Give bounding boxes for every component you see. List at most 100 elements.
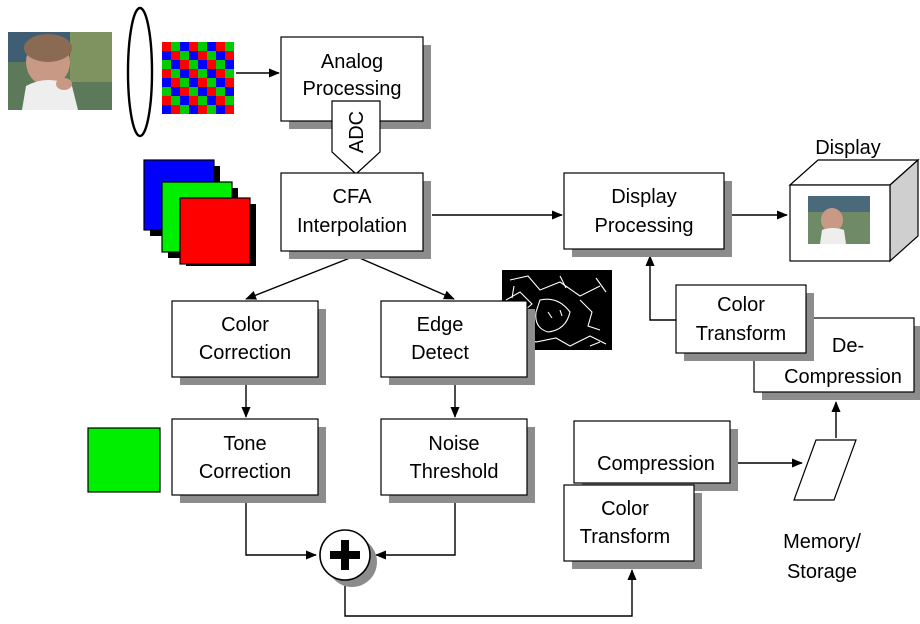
cfa-mosaic-cell	[162, 87, 171, 96]
cfa-mosaic-cell	[162, 69, 171, 78]
cfa-mosaic-cell	[225, 42, 234, 51]
display-label: Display	[815, 137, 881, 159]
color-correction-label-1: Color	[221, 314, 269, 336]
adc-label: ADC	[346, 111, 368, 153]
cfa-mosaic-cell	[171, 96, 180, 105]
connector-lines	[236, 68, 841, 617]
cfa-mosaic-cell	[198, 78, 207, 87]
decompression-label-1: De-	[832, 335, 864, 357]
edge-detect-block: Edge Detect	[380, 300, 535, 385]
cfa-mosaic-cell	[207, 78, 216, 87]
cfa-mosaic-cell	[198, 42, 207, 51]
color-transform-lower-block: Color Transform	[563, 484, 702, 569]
cfa-mosaic-cell	[162, 42, 171, 51]
arrow-adder-to-transform	[344, 569, 637, 617]
cfa-mosaic-cell	[171, 105, 180, 114]
cfa-mosaic-cell	[162, 60, 171, 69]
display-processing-label-2: Processing	[595, 215, 694, 237]
lens-icon	[126, 6, 154, 138]
cfa-mosaic-cell	[171, 87, 180, 96]
cfa-mosaic-cell	[198, 87, 207, 96]
rgb-planes-icon	[143, 159, 256, 266]
cfa-mosaic-cell	[180, 60, 189, 69]
adder-icon	[319, 529, 377, 587]
cfa-mosaic-cell	[216, 78, 225, 87]
color-transform-lower-label-2: Transform	[580, 526, 670, 548]
analog-processing-label-2: Processing	[303, 78, 402, 100]
analog-processing-label-1: Analog	[321, 51, 383, 73]
memory-card-icon	[793, 439, 857, 501]
cfa-mosaic-cell	[189, 105, 198, 114]
color-correction-label-2: Correction	[199, 342, 291, 364]
cfa-mosaic-cell	[162, 105, 171, 114]
tone-correction-label-2: Correction	[199, 461, 291, 483]
arrow-transform-to-display	[645, 255, 676, 321]
cfa-mosaic-cell	[207, 96, 216, 105]
cfa-mosaic-cell	[162, 96, 171, 105]
cfa-mosaic-cell	[216, 60, 225, 69]
cfa-mosaic-cell	[207, 105, 216, 114]
display-device-icon	[788, 158, 920, 263]
cfa-mosaic-cell	[189, 42, 198, 51]
arrow-cfa-to-edge	[354, 255, 455, 300]
color-transform-upper-block: Color Transform	[675, 284, 814, 361]
cfa-mosaic-cell	[207, 51, 216, 60]
child-photo-icon	[8, 32, 112, 110]
noise-threshold-label-1: Noise	[428, 433, 479, 455]
cfa-mosaic-cell	[207, 60, 216, 69]
cfa-mosaic-cell	[180, 78, 189, 87]
cfa-mosaic-cell	[216, 105, 225, 114]
cfa-mosaic-cell	[162, 51, 171, 60]
cfa-mosaic-cell	[225, 51, 234, 60]
cfa-mosaic-cell	[189, 78, 198, 87]
cfa-mosaic-cell	[189, 60, 198, 69]
cfa-mosaic-cell	[216, 87, 225, 96]
cfa-mosaic-cell	[216, 96, 225, 105]
memory-label-1: Memory/	[783, 531, 861, 553]
cfa-mosaic-cell	[198, 69, 207, 78]
cfa-mosaic-cell	[180, 69, 189, 78]
cfa-mosaic-cell	[198, 105, 207, 114]
cfa-mosaic-cell	[207, 69, 216, 78]
cfa-mosaic-cell	[189, 51, 198, 60]
edge-detect-label-1: Edge	[417, 314, 464, 336]
cfa-mosaic-cell	[180, 105, 189, 114]
memory-label-2: Storage	[787, 561, 857, 583]
cfa-mosaic-cell	[225, 87, 234, 96]
cfa-mosaic-cell	[225, 96, 234, 105]
cfa-mosaic-cell	[180, 42, 189, 51]
color-transform-lower-label-1: Color	[601, 498, 649, 520]
cfa-mosaic-cell	[225, 78, 234, 87]
cfa-mosaic-cell	[207, 42, 216, 51]
cfa-mosaic-cell	[225, 105, 234, 114]
cfa-mosaic-icon	[162, 42, 234, 114]
display-processing-label-1: Display	[611, 186, 677, 208]
adc-block: ADC	[331, 100, 381, 175]
cfa-mosaic-cell	[180, 96, 189, 105]
cfa-mosaic-cell	[171, 42, 180, 51]
cfa-interpolation-block: CFA Interpolation	[280, 172, 431, 259]
cfa-mosaic-cell	[171, 69, 180, 78]
noise-threshold-block: Noise Threshold	[380, 418, 535, 503]
cfa-interpolation-label-2: Interpolation	[297, 215, 407, 237]
cfa-mosaic-cell	[189, 87, 198, 96]
tone-correction-label-1: Tone	[223, 433, 266, 455]
cfa-mosaic-cell	[180, 87, 189, 96]
cfa-mosaic-cell	[180, 51, 189, 60]
cfa-mosaic-cell	[171, 60, 180, 69]
green-square-icon	[87, 427, 161, 493]
arrow-cfa-to-color-correction	[245, 255, 356, 300]
edge-detect-label-2: Detect	[411, 342, 469, 364]
color-transform-upper-label-1: Color	[717, 294, 765, 316]
noise-threshold-label-2: Threshold	[410, 461, 499, 483]
color-correction-block: Color Correction	[171, 300, 326, 385]
cfa-mosaic-cell	[162, 78, 171, 87]
compression-block: Compression	[573, 420, 738, 491]
cfa-mosaic-cell	[207, 87, 216, 96]
arrow-noise-to-adder	[375, 500, 456, 560]
cfa-mosaic-cell	[216, 51, 225, 60]
cfa-mosaic-cell	[189, 96, 198, 105]
tone-correction-block: Tone Correction	[171, 418, 326, 503]
cfa-mosaic-cell	[189, 69, 198, 78]
